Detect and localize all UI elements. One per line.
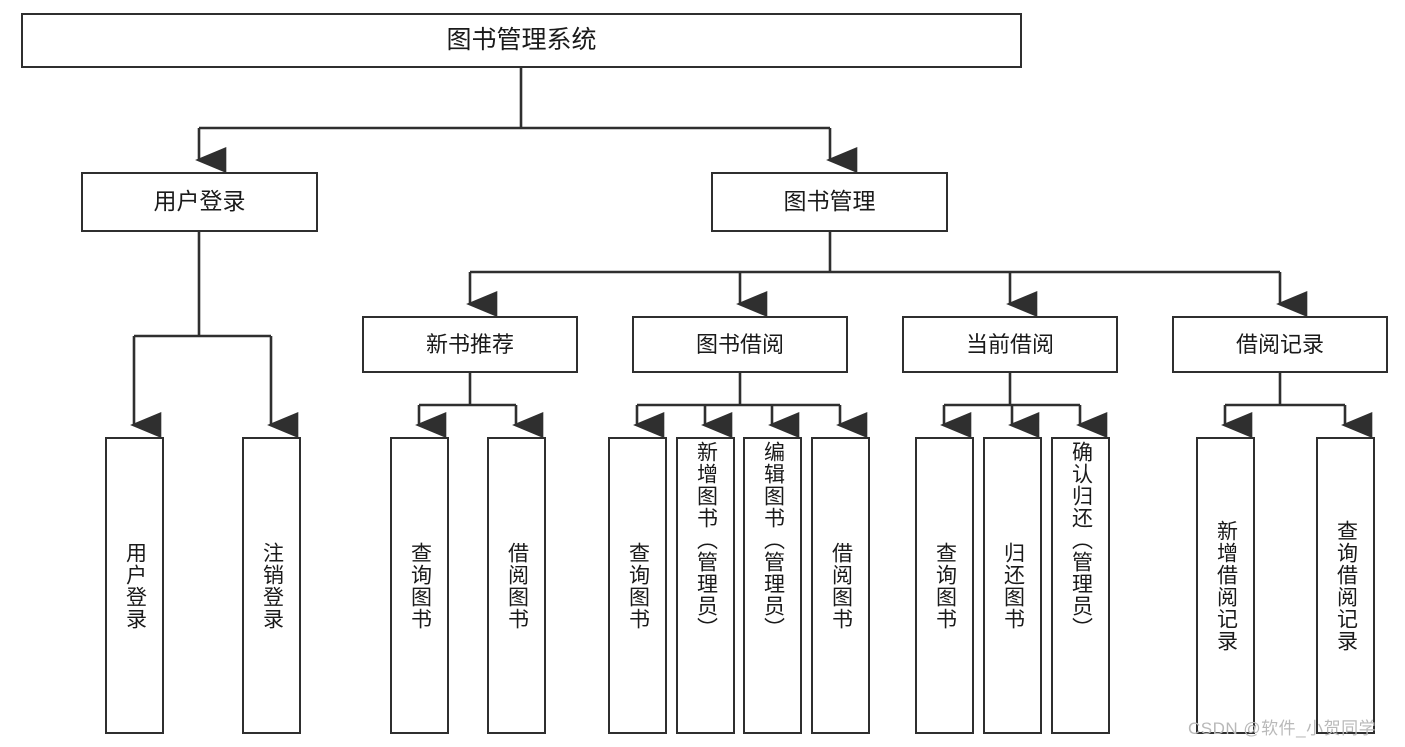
leaf-label: 新增图书（管理员） bbox=[694, 441, 718, 639]
node-new-book-recommend[interactable]: 新书推荐 bbox=[362, 316, 578, 373]
node-book-borrow[interactable]: 图书借阅 bbox=[632, 316, 848, 373]
leaf-book-borrow-edit[interactable]: 编辑图书（管理员） bbox=[743, 437, 802, 734]
leaf-new-book-borrow[interactable]: 借阅图书 bbox=[487, 437, 546, 734]
leaf-book-borrow-query[interactable]: 查询图书 bbox=[608, 437, 667, 734]
leaf-label: 注销登录 bbox=[260, 541, 284, 630]
node-book-borrow-label: 图书借阅 bbox=[695, 331, 784, 357]
leaf-new-book-query[interactable]: 查询图书 bbox=[390, 437, 449, 734]
leaf-user-login-login[interactable]: 用户登录 bbox=[105, 437, 164, 734]
leaf-label: 新增借阅记录 bbox=[1214, 519, 1238, 652]
leaf-current-borrow-return[interactable]: 归还图书 bbox=[983, 437, 1042, 734]
leaf-current-borrow-query[interactable]: 查询图书 bbox=[915, 437, 974, 734]
leaf-label: 查询图书 bbox=[933, 541, 957, 630]
node-current-borrow[interactable]: 当前借阅 bbox=[902, 316, 1118, 373]
leaf-label: 归还图书 bbox=[1001, 541, 1025, 630]
leaf-label: 用户登录 bbox=[123, 541, 147, 630]
leaf-book-borrow-add[interactable]: 新增图书（管理员） bbox=[676, 437, 735, 734]
node-root-label: 图书管理系统 bbox=[446, 25, 597, 54]
watermark: CSDN @软件_小贺同学 bbox=[1188, 719, 1377, 738]
node-root[interactable]: 图书管理系统 bbox=[21, 13, 1022, 68]
leaf-label: 查询图书 bbox=[626, 541, 650, 630]
node-user-login[interactable]: 用户登录 bbox=[81, 172, 318, 232]
node-current-borrow-label: 当前借阅 bbox=[965, 331, 1054, 357]
node-user-login-label: 用户登录 bbox=[153, 188, 246, 215]
leaf-label: 确认归还（管理员） bbox=[1069, 441, 1093, 639]
leaf-borrow-record-add[interactable]: 新增借阅记录 bbox=[1196, 437, 1255, 734]
leaf-current-borrow-confirm[interactable]: 确认归还（管理员） bbox=[1051, 437, 1110, 734]
node-new-book-recommend-label: 新书推荐 bbox=[425, 331, 514, 357]
node-book-management[interactable]: 图书管理 bbox=[711, 172, 948, 232]
leaf-label: 借阅图书 bbox=[829, 541, 853, 630]
node-borrow-record-label: 借阅记录 bbox=[1235, 331, 1324, 357]
leaf-label: 编辑图书（管理员） bbox=[761, 441, 785, 639]
leaf-user-login-logout[interactable]: 注销登录 bbox=[242, 437, 301, 734]
node-book-management-label: 图书管理 bbox=[783, 188, 876, 215]
leaf-book-borrow-borrow[interactable]: 借阅图书 bbox=[811, 437, 870, 734]
leaf-label: 查询借阅记录 bbox=[1334, 519, 1358, 652]
leaf-borrow-record-query[interactable]: 查询借阅记录 bbox=[1316, 437, 1375, 734]
leaf-label: 借阅图书 bbox=[505, 541, 529, 630]
leaf-label: 查询图书 bbox=[408, 541, 432, 630]
node-borrow-record[interactable]: 借阅记录 bbox=[1172, 316, 1388, 373]
